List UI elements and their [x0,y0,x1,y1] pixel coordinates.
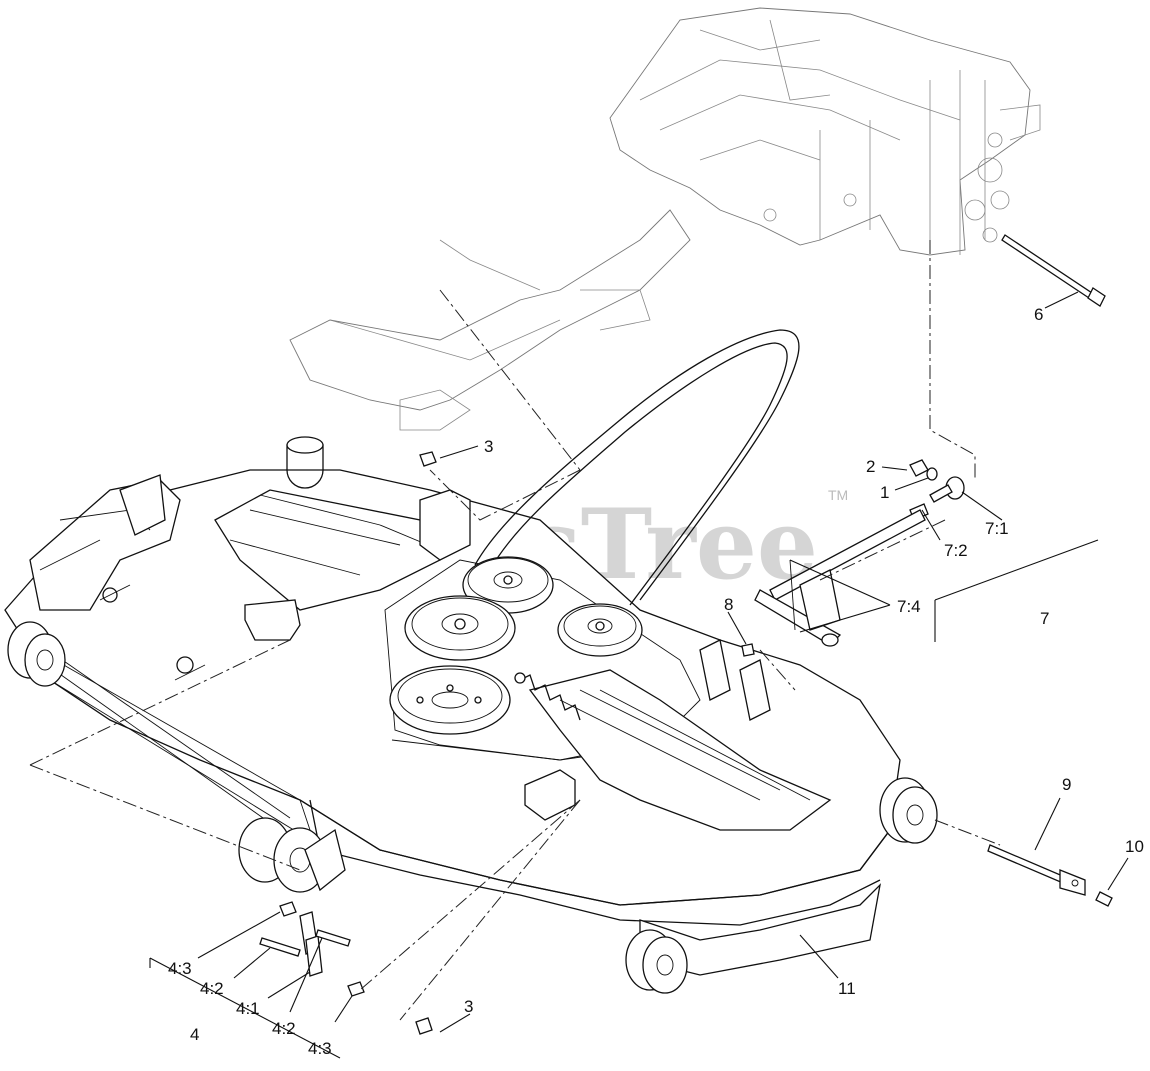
chain-assembly-4 [259,901,365,997]
lift-arm-mount-bar [289,209,691,431]
callout-9: 9 [1062,775,1071,794]
callout-7-2: 7:2 [944,541,968,560]
tractor-frame-assembly [609,7,1041,256]
drive-belt [474,329,800,606]
nut-8 [741,643,755,657]
callout-1: 1 [880,483,889,502]
callout-7-1: 7:1 [985,519,1009,538]
nut-3-lower [415,1017,433,1035]
pulley-large [389,665,511,735]
mount-brackets [244,489,771,821]
callout-6: 6 [1034,305,1043,324]
pivot-bar-assembly [754,509,926,647]
callout-8: 8 [724,595,733,614]
pulley-idler [557,603,643,657]
callout-3-lower: 3 [464,997,473,1016]
pivot-hardware [909,459,965,521]
callout-4-3-right: 4:3 [308,1039,332,1058]
caster-wheel-left-front [7,621,66,687]
pin-9 [987,844,1086,896]
callout-4-1: 4:1 [236,999,260,1018]
callout-labels: 3 2 1 7:1 7:2 7:4 7 6 8 9 10 11 4:3 4:2 … [168,305,1144,1058]
nut-3-upper [419,451,437,467]
callout-4-3-left: 4:3 [168,959,192,978]
caster-wheel-right-front [879,777,938,844]
callout-11: 11 [838,979,856,998]
bolt-6 [1001,234,1106,307]
caster-wheel-right-rear [625,929,688,994]
callout-2: 2 [866,457,875,476]
callout-3-upper: 3 [484,437,493,456]
left-belt-shield [214,489,441,611]
watermark-trademark: TM [828,487,848,503]
bolt-10 [1095,891,1113,907]
callout-4-2-right: 4:2 [272,1019,296,1038]
left-height-adjust-assembly [29,436,324,681]
callout-7: 7 [1040,609,1049,628]
callout-4: 4 [190,1025,199,1044]
leader-lines [149,291,1129,1059]
pulleys [389,556,643,735]
callout-4-2-left: 4:2 [200,979,224,998]
alignment-lines [29,240,1001,1021]
callout-7-4: 7:4 [897,597,921,616]
callout-10: 10 [1125,837,1144,856]
idler-spring [514,672,581,721]
right-belt-shield [528,669,832,831]
caster-wheel-left-rear [238,817,346,893]
pulley-left [404,595,516,661]
